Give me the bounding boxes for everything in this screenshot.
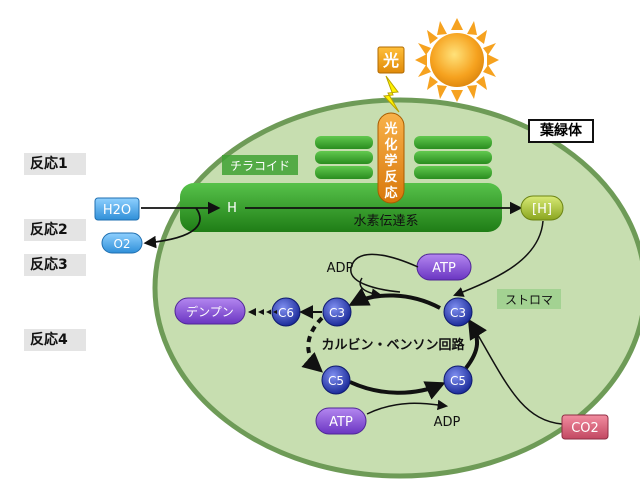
calvin-cycle-label: カルビン・ベンソン回路 (321, 337, 465, 353)
photoreaction-char: 反 (384, 169, 397, 185)
adp-bottom-label: ADP (434, 415, 461, 430)
grana-stack-right (414, 136, 492, 179)
c5-left-node: C5 (321, 365, 351, 395)
photoreaction-label: 光化学反応 (383, 121, 397, 201)
lightning-icon (382, 75, 400, 113)
h2o-to-o2-arrow (143, 207, 201, 249)
atp-bottom-box (315, 407, 367, 435)
photoreaction-char: 光 (383, 121, 397, 137)
h2o-label: H2O (103, 203, 131, 218)
stroma-label: ストロマ (505, 293, 553, 307)
c5-right-node: C5 (443, 365, 473, 395)
o2-box (101, 232, 143, 254)
svg-text:C6: C6 (278, 306, 294, 320)
cycle-arrow-top (348, 287, 441, 310)
light-box (377, 46, 405, 74)
h-carrier-label: [H] (532, 202, 552, 217)
c3-right-node: C3 (443, 297, 473, 327)
c6-node: C6 (271, 297, 301, 327)
reaction-label-2: 反応2 (24, 219, 86, 241)
svg-text:C5: C5 (450, 374, 466, 388)
h-carrier-to-c3-arrow (453, 220, 544, 297)
light-label: 光 (382, 51, 399, 70)
chloroplast-label: 葉緑体 (528, 119, 594, 143)
c6-to-starch-arrow (248, 308, 277, 316)
photoreaction-char: 学 (384, 153, 397, 169)
electron-transport-label: 水素伝達系 (353, 214, 418, 229)
starch-box (174, 297, 246, 325)
svg-text:C3: C3 (329, 306, 345, 320)
stroma-label-bg (497, 289, 561, 309)
svg-text:C3: C3 (450, 306, 466, 320)
reaction-label-4: 反応4 (24, 329, 86, 351)
thylakoid-label-bg (222, 155, 298, 175)
grana-stack-left (315, 136, 373, 179)
co2-label: CO2 (571, 421, 599, 436)
h-label: H (227, 201, 237, 216)
h2o-box (94, 197, 140, 221)
sun-icon (415, 18, 499, 102)
c3-left-node: C3 (322, 297, 352, 327)
svg-text:C5: C5 (328, 374, 344, 388)
atp-bottom-to-adp-arrow (366, 399, 449, 415)
atp-top-label: ATP (432, 261, 456, 276)
cycle-arrow-bottom (349, 380, 446, 400)
o2-label: O2 (113, 237, 130, 251)
reaction-label-1: 反応1 (24, 153, 86, 175)
thylakoid-label: チラコイド (230, 159, 290, 173)
co2-to-c3-arrow (470, 323, 563, 425)
photoreaction-char: 応 (384, 185, 397, 201)
adp-top-label: ADP (327, 261, 354, 276)
h-carrier-box (520, 195, 564, 221)
photoreaction-char: 化 (384, 137, 397, 153)
reaction-label-3: 反応3 (24, 254, 86, 276)
atp-bottom-label: ATP (329, 415, 353, 430)
photoreaction-pill (377, 112, 405, 204)
starch-label: デンプン (186, 304, 234, 319)
co2-box (561, 414, 609, 440)
